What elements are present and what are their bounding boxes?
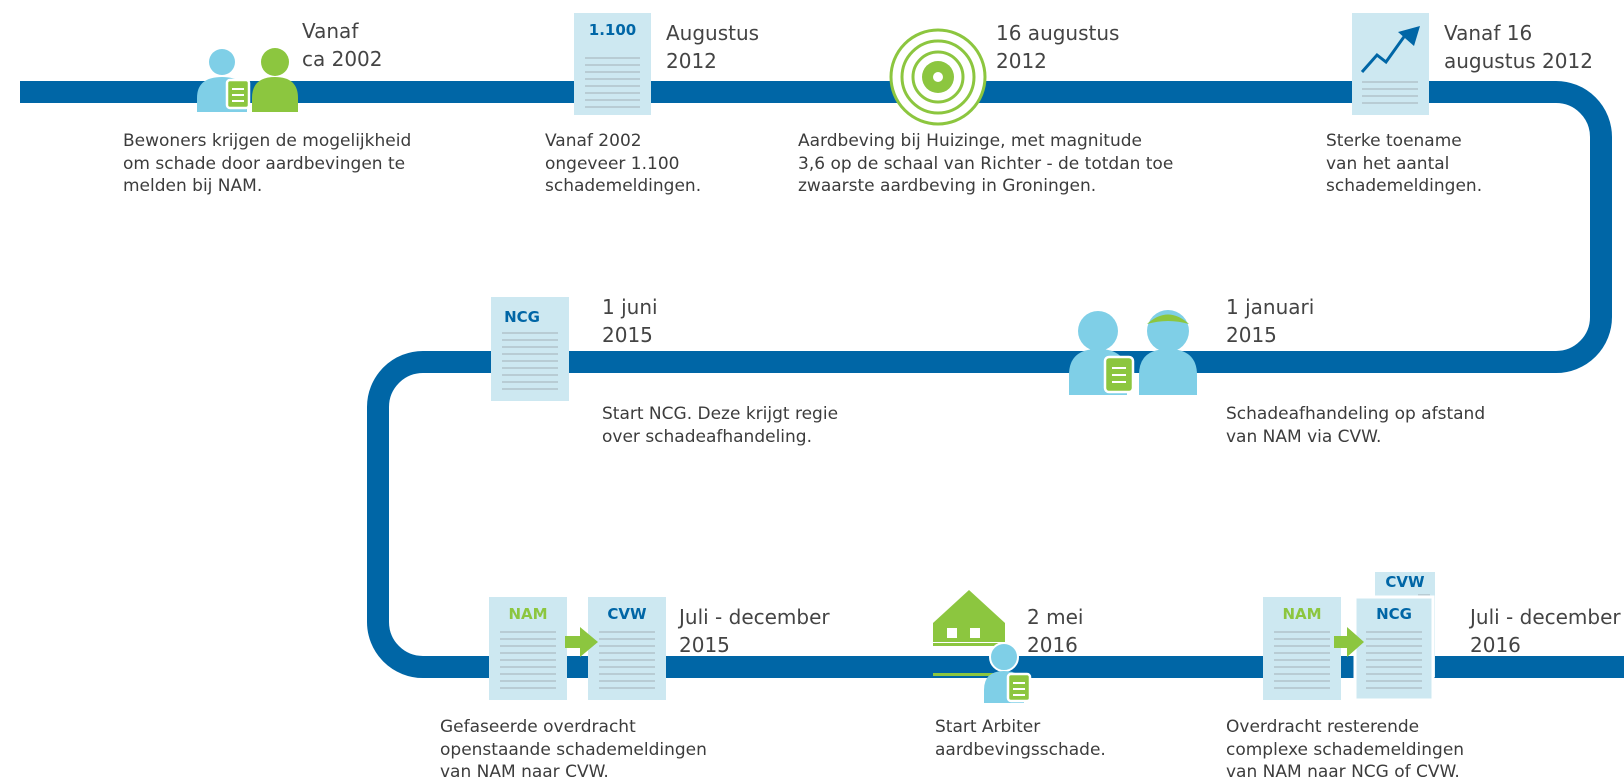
event-description: Bewoners krijgen de mogelijkheid om scha… (123, 131, 412, 196)
event-description: Gefaseerde overdracht openstaande schade… (440, 717, 707, 782)
event-description: Overdracht resterende complexe schademel… (1226, 717, 1465, 782)
event-description: Schadeafhandeling op afstand van NAM via… (1226, 404, 1486, 447)
event-date: 16 augustus 2012 (996, 21, 1120, 73)
timeline-track (20, 81, 1624, 678)
event-description: Vanaf 2002 ongeveer 1.100 schademeldinge… (545, 131, 702, 196)
event-description: Start NCG. Deze krijgt regie over schade… (602, 404, 839, 447)
doc-label-cvw: CVW (607, 605, 647, 623)
document-icon (491, 297, 569, 401)
event-date: Vanaf ca 2002 (302, 19, 383, 71)
event-date: Vanaf 16 augustus 2012 (1444, 21, 1593, 73)
doc-label-cvw: CVW (1385, 573, 1425, 591)
event-date: Augustus 2012 (666, 21, 760, 73)
event-date: 1 januari 2015 (1226, 295, 1315, 347)
document-icon (574, 13, 651, 115)
event-date: Juli - december 2015 (679, 605, 830, 657)
residents-with-clipboard-icon (197, 48, 298, 112)
event-date: 2 mei 2016 (1027, 605, 1084, 657)
doc-label-nam: NAM (508, 605, 548, 623)
house-with-person-icon (933, 590, 1032, 703)
epicenter-icon (889, 28, 987, 126)
transfer-documents-icon (489, 597, 666, 700)
two-persons-clipboard-icon (1069, 310, 1197, 395)
doc-label-ncg: NCG (504, 308, 540, 326)
arrow-right-icon (1334, 627, 1364, 657)
rising-chart-document-icon (1352, 13, 1429, 115)
event-description: Start Arbiter aardbevingsschade. (935, 717, 1106, 760)
event-description: Sterke toename van het aantal schademeld… (1326, 131, 1483, 196)
event-description: Aardbeving bij Huizinge, met magnitude 3… (798, 131, 1174, 196)
event-date: 1 juni 2015 (602, 295, 658, 347)
transfer-stacked-documents-icon (1263, 572, 1435, 702)
doc-label-ncg: NCG (1376, 605, 1412, 623)
doc-label-nam: NAM (1282, 605, 1322, 623)
event-date: Juli - december 2016 (1470, 605, 1621, 657)
arrow-right-icon (565, 627, 598, 657)
doc-label-1100: 1.100 (588, 21, 637, 39)
